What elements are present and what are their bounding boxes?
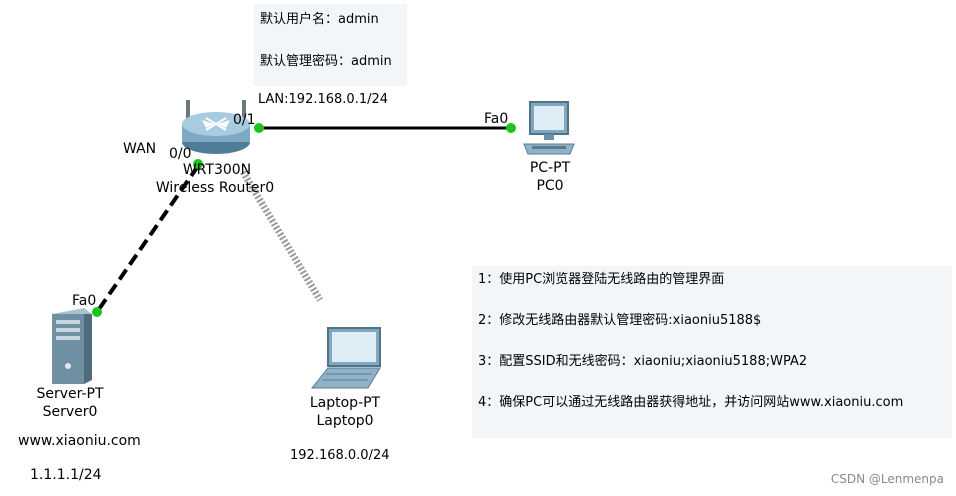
router-port-wan-label: 0/0: [169, 146, 192, 162]
laptop-name-label: Laptop0: [316, 413, 374, 429]
link-router-server[interactable]: [95, 164, 200, 314]
wireless-router-icon: [182, 100, 250, 154]
laptop-device[interactable]: [308, 326, 384, 392]
laptop-network-label: 192.168.0.0/24: [290, 448, 390, 463]
task-item-3: 3：配置SSID和无线密码：xiaoniu;xiaoniu5188;WPA2: [478, 354, 808, 369]
credentials-note: [254, 4, 407, 86]
wireless-router[interactable]: [176, 98, 256, 160]
default-username-text: 默认用户名：admin: [260, 12, 379, 27]
port-indicator-pc: [506, 123, 516, 133]
link-router-laptop-wireless[interactable]: [240, 170, 323, 302]
pc-name-label: PC0: [536, 178, 564, 194]
task-item-1: 1：使用PC浏览器登陆无线路由的管理界面: [478, 272, 725, 287]
pc-device[interactable]: [518, 100, 578, 160]
server-tower-icon: [52, 308, 92, 384]
port-indicator-router-lan: [254, 123, 264, 133]
laptop-model-label: Laptop-PT: [309, 395, 381, 411]
task-note: 1：使用PC浏览器登陆无线路由的管理界面 2：修改无线路由器默认管理密码:xia…: [472, 266, 952, 438]
server-domain-label: www.xiaoniu.com: [18, 433, 141, 449]
router-port-lan-label: 0/1: [233, 112, 256, 128]
port-indicator-router-wan: [193, 159, 203, 169]
server-port-label: Fa0: [72, 293, 97, 309]
server-model-label: Server-PT: [36, 386, 104, 402]
laptop-icon: [310, 327, 381, 389]
desktop-pc-icon: [523, 101, 575, 155]
watermark-text: CSDN @Lenmenpa: [830, 472, 944, 486]
server-ip-label: 1.1.1.1/24: [30, 467, 102, 483]
pc-model-label: PC-PT: [529, 160, 571, 176]
router-name-label: Wireless Router0: [155, 180, 275, 196]
port-indicator-server: [92, 307, 102, 317]
server-name-label: Server0: [42, 404, 98, 420]
pc-port-label: Fa0: [484, 111, 509, 127]
task-item-2: 2：修改无线路由器默认管理密码:xiaoniu5188$: [478, 313, 762, 328]
task-item-4: 4：确保PC可以通过无线路由器获得地址，并访问网站www.xiaoniu.com: [478, 395, 904, 410]
router-model-label: WRT300N: [182, 162, 252, 178]
router-lan-label: LAN:192.168.0.1/24: [258, 92, 389, 107]
router-wan-label: WAN: [123, 141, 157, 157]
default-password-text: 默认管理密码：admin: [260, 54, 392, 69]
server-device[interactable]: [48, 306, 96, 386]
